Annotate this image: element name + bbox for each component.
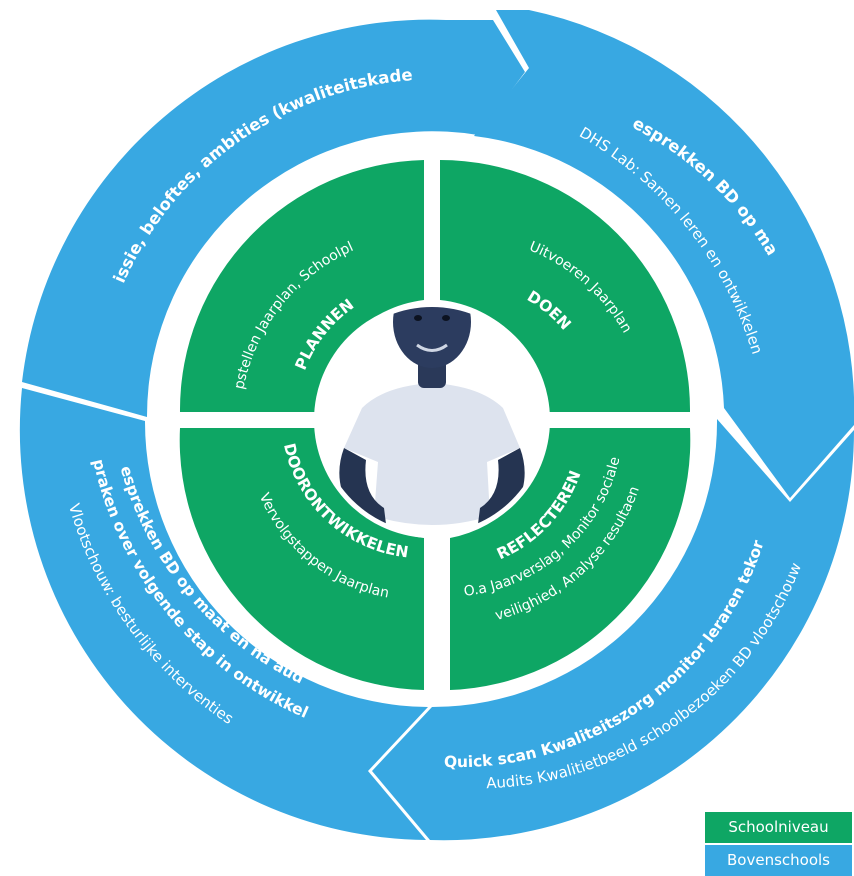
outer-segment-gesprekken xyxy=(474,10,854,498)
inner-quadrant-plannen xyxy=(179,160,424,412)
outer-segment-afspraken xyxy=(19,388,429,840)
inner-quadrant-reflecteren xyxy=(450,428,691,690)
shirt xyxy=(344,383,520,525)
inner-quadrant-doen xyxy=(440,160,691,412)
outer-segment-quickscan xyxy=(372,419,854,841)
head xyxy=(393,307,471,368)
legend-bovenschools: Bovenschools xyxy=(705,845,852,876)
legend-schoolniveau: Schoolniveau xyxy=(705,812,852,843)
outer-segment-missie xyxy=(22,19,525,418)
inner-quadrant-doorontwikkelen xyxy=(179,428,424,690)
